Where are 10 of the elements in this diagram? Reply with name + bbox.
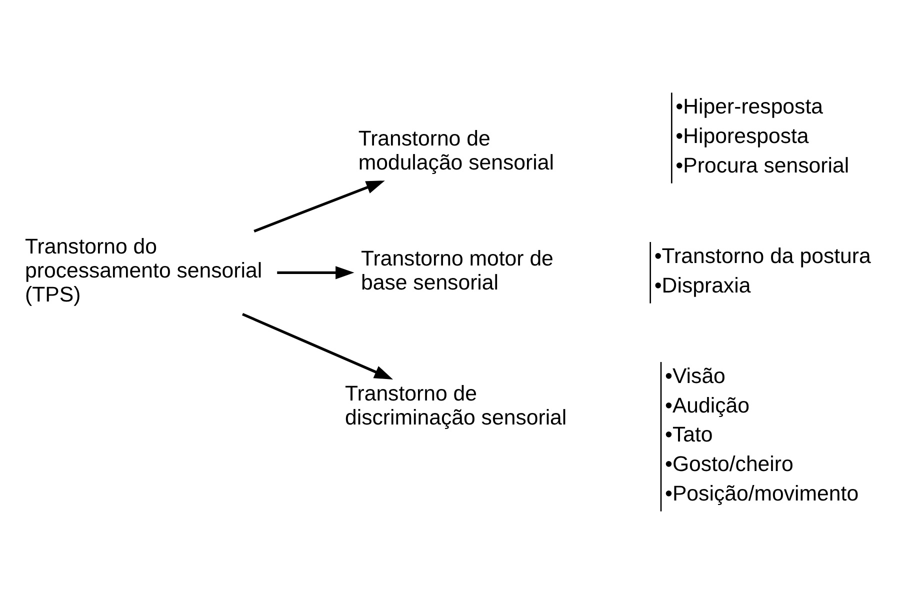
node-text: •Visão •Audição •Tato •Gosto/cheiro •Posição/movimento <box>665 364 859 506</box>
arrow <box>277 266 354 280</box>
node-text: •Hiper-resposta •Hiporesposta •Procura sensorial <box>676 94 850 178</box>
arrow <box>242 312 393 380</box>
node-text: Transtorno motor de base sensorial <box>361 246 554 295</box>
node-text: Transtorno de modulação sensorial <box>358 126 554 175</box>
arrow <box>254 180 385 232</box>
node-text: •Transtorno da postura •Dispraxia <box>654 244 871 298</box>
node-text: Transtorno de discriminação sensorial <box>345 381 567 430</box>
node-text: Transtorno do processamento sensorial (TPS) <box>25 234 262 307</box>
